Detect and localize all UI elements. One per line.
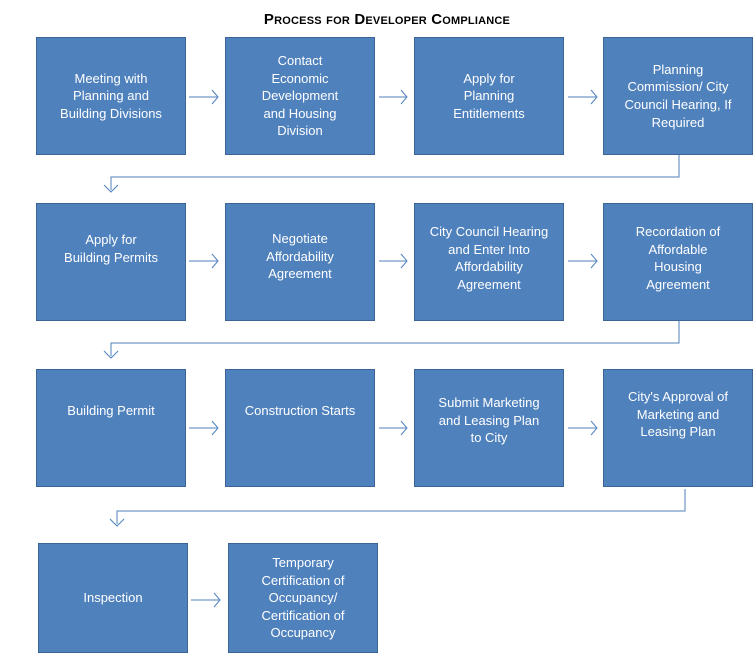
step-construction-starts: Construction Starts xyxy=(225,369,375,487)
connector-row3-row4 xyxy=(109,489,686,527)
connector-row2-row3 xyxy=(103,321,680,359)
step-label: Apply for Building Permits xyxy=(64,232,158,265)
step-label: Planning Commission/ City Council Hearin… xyxy=(624,61,732,130)
step-planning-commission-hearing: Planning Commission/ City Council Hearin… xyxy=(603,37,753,155)
step-label: Recordation of Affordable Housing Agreem… xyxy=(635,224,721,292)
arrow-2-3 xyxy=(379,89,408,105)
arrow-11-12 xyxy=(568,420,598,436)
step-label: City's Approval of Marketing and Leasing… xyxy=(627,389,729,440)
arrow-5-6 xyxy=(189,253,219,269)
step-label: Construction Starts xyxy=(244,403,356,418)
step-label: Contact Economic Development and Housing… xyxy=(261,53,339,139)
step-label: Negotiate Affordability Agreement xyxy=(266,231,334,282)
step-approval-marketing-plan: City's Approval of Marketing and Leasing… xyxy=(603,369,753,487)
step-label: Inspection xyxy=(83,590,143,606)
arrow-7-8 xyxy=(568,253,598,269)
connector-row1-row2 xyxy=(103,155,680,193)
step-submit-marketing-plan: Submit Marketing and Leasing Plan to Cit… xyxy=(414,369,564,487)
step-negotiate-affordability: Negotiate Affordability Agreement xyxy=(225,203,375,321)
step-label: Apply for Planning Entitlements xyxy=(453,70,525,121)
step-label: Submit Marketing and Leasing Plan to Cit… xyxy=(438,395,540,446)
arrow-9-10 xyxy=(189,420,219,436)
arrow-10-11 xyxy=(379,420,408,436)
step-label: Temporary Certification of Occupancy/ Ce… xyxy=(261,555,345,641)
step-certification-of-occupancy: Temporary Certification of Occupancy/ Ce… xyxy=(228,543,378,653)
step-building-permit: Building Permit xyxy=(36,369,186,487)
step-contact-economic-development: Contact Economic Development and Housing… xyxy=(225,37,375,155)
step-inspection: Inspection xyxy=(38,543,188,653)
step-label: City Council Hearing and Enter Into Affo… xyxy=(429,224,549,292)
step-council-hearing-affordability: City Council Hearing and Enter Into Affo… xyxy=(414,203,564,321)
arrow-3-4 xyxy=(568,89,598,105)
step-label: Building Permit xyxy=(67,403,155,418)
diagram-title: Process for Developer Compliance xyxy=(263,11,511,28)
step-apply-building-permits: Apply for Building Permits xyxy=(36,203,186,321)
arrow-6-7 xyxy=(379,253,408,269)
step-label: Meeting with Planning and Building Divis… xyxy=(60,70,162,121)
arrow-13-14 xyxy=(191,592,221,608)
step-apply-planning-entitlements: Apply for Planning Entitlements xyxy=(414,37,564,155)
step-recordation-housing-agreement: Recordation of Affordable Housing Agreem… xyxy=(603,203,753,321)
step-meeting-planning-building: Meeting with Planning and Building Divis… xyxy=(36,37,186,155)
arrow-1-2 xyxy=(189,89,219,105)
